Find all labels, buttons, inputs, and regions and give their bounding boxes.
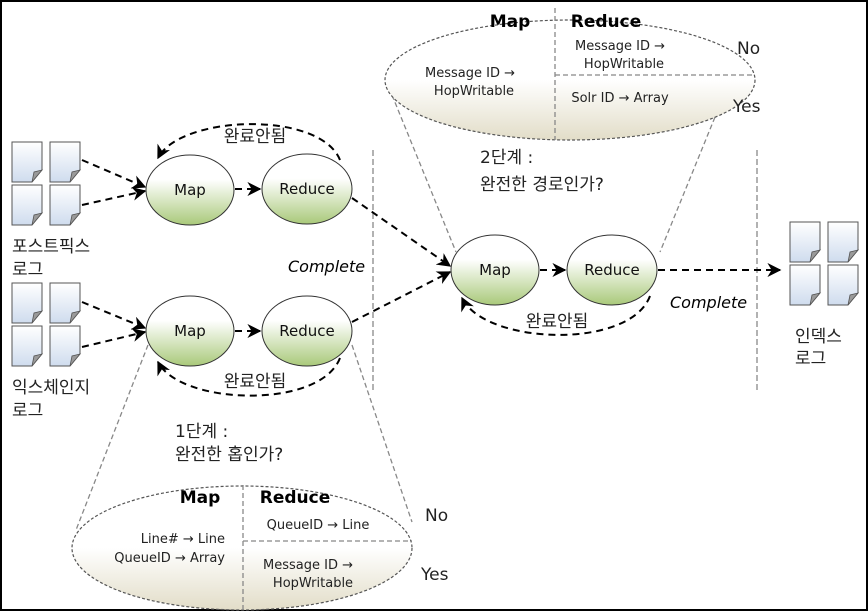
index-log-label: 인덱스 <box>795 327 842 347</box>
svg-text:Yes: Yes <box>732 97 761 117</box>
stage1-question-2: 완전한 홉인가? <box>175 445 283 465</box>
svg-text:Message ID →: Message ID → <box>425 66 515 81</box>
svg-text:HopWritable: HopWritable <box>273 576 353 591</box>
svg-text:Reduce: Reduce <box>571 12 642 32</box>
svg-text:Line# → Line: Line# → Line <box>141 532 225 547</box>
stage1-map-node-bottom: Map <box>145 295 235 367</box>
svg-text:Message ID →: Message ID → <box>575 39 665 54</box>
svg-text:HopWritable: HopWritable <box>434 84 514 99</box>
svg-text:QueueID → Array: QueueID → Array <box>114 551 225 566</box>
stage1-question: 1단계 : <box>175 422 228 442</box>
svg-text:Reduce: Reduce <box>279 322 334 340</box>
svg-text:Yes: Yes <box>420 565 449 585</box>
svg-text:Message ID →: Message ID → <box>263 558 353 573</box>
stage2-map-node: Map <box>450 234 540 306</box>
postfix-log-label: 포스트픽스 <box>12 237 90 257</box>
stage2-question: 2단계 : <box>480 148 533 168</box>
not-complete-label-1: 완료안됨 <box>224 127 287 147</box>
postfix-log-label-2: 로그 <box>12 260 43 280</box>
svg-text:Map: Map <box>180 488 221 508</box>
svg-text:Solr ID → Array: Solr ID → Array <box>571 91 669 106</box>
svg-text:Reduce: Reduce <box>260 488 331 508</box>
stage1-detail: Map Reduce Line# → Line QueueID → Array … <box>71 485 449 611</box>
stage1-reduce-node-bottom: Reduce <box>261 295 353 367</box>
postfix-log-icon <box>11 141 81 226</box>
stage1-map-node-top: Map <box>145 154 235 226</box>
exchange-log-icon <box>11 282 81 367</box>
svg-text:Reduce: Reduce <box>279 180 334 198</box>
svg-text:Reduce: Reduce <box>584 261 639 279</box>
not-complete-label-3: 완료안됨 <box>526 312 589 332</box>
complete-label-2: Complete <box>670 293 747 312</box>
svg-text:Map: Map <box>174 181 206 199</box>
svg-text:No: No <box>737 39 760 59</box>
index-log-label-2: 로그 <box>795 349 826 369</box>
not-complete-label-2: 완료안됨 <box>224 372 287 392</box>
svg-text:Map: Map <box>490 12 531 32</box>
stage2-question-2: 완전한 경로인가? <box>480 175 604 195</box>
svg-text:Map: Map <box>174 322 206 340</box>
svg-text:HopWritable: HopWritable <box>584 57 664 72</box>
stage1-top-loop-arrow <box>157 123 341 161</box>
svg-text:No: No <box>425 506 448 526</box>
complete-label-1: Complete <box>288 257 365 276</box>
svg-text:Map: Map <box>479 261 511 279</box>
stage1-reduce-node-top: Reduce <box>261 153 353 225</box>
index-log-icon <box>789 221 859 306</box>
stage2-detail: Map Reduce Message ID → HopWritable Mess… <box>384 8 761 141</box>
stage2-reduce-node: Reduce <box>566 234 658 306</box>
exchange-log-label-2: 로그 <box>12 401 43 421</box>
svg-text:QueueID → Line: QueueID → Line <box>267 518 370 533</box>
stage1-bottom-loop-arrow <box>157 357 341 397</box>
exchange-log-label: 익스체인지 <box>12 378 90 398</box>
